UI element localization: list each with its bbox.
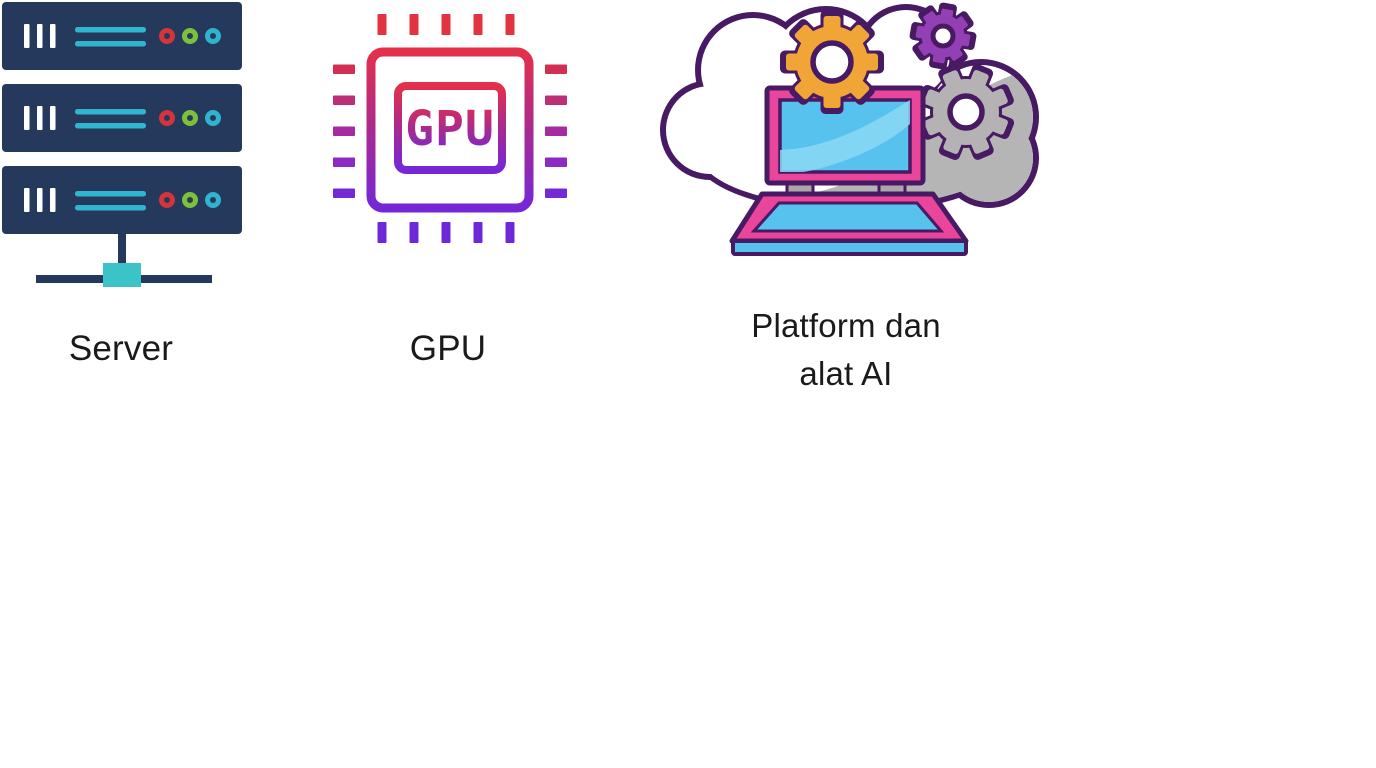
chip-body: [366, 47, 534, 213]
ai-platform-label-line2: alat AI: [799, 355, 893, 392]
ai-platform-label: Platform dan alat AI: [696, 302, 996, 398]
server-unit: [2, 2, 242, 70]
server-label: Server: [68, 329, 174, 368]
server-unit: [2, 84, 242, 152]
gpu-chip-icon: GPU: [333, 14, 567, 243]
gear-gray-icon: [917, 63, 1015, 161]
network-line: [36, 232, 212, 287]
chip-pins-left: [333, 64, 355, 198]
chip-label-box: [394, 82, 506, 174]
server-unit: [2, 166, 242, 234]
laptop-icon: [729, 85, 969, 256]
server-rack-icon: [2, 2, 242, 287]
chip-pins-right: [545, 64, 567, 198]
chip-label: GPU: [405, 101, 495, 157]
gpu-label: GPU: [409, 329, 487, 368]
gear-orange-icon: [780, 10, 884, 114]
cloud-ai-platform-icon: [660, 2, 1039, 256]
ai-platform-label-line1: Platform dan: [751, 307, 941, 344]
gear-purple-icon: [909, 2, 977, 70]
chip-pins-bottom: [377, 222, 515, 243]
chip-pins-top: [377, 14, 515, 35]
